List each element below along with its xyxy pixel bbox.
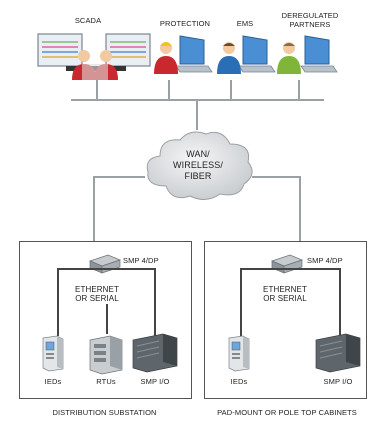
left-site-caption: DISTRIBUTION SUBSTATION — [52, 408, 157, 417]
partners-drop-line — [298, 80, 300, 100]
right-smp-io-device-icon — [315, 333, 361, 373]
ems-label: EMS — [236, 19, 254, 28]
cloud-right-branch — [252, 176, 301, 178]
protection-workstation-icon — [154, 35, 213, 74]
scada-drop-line — [96, 80, 98, 100]
right-device-bus — [240, 268, 340, 270]
left-rtus-label: RTUs — [96, 377, 116, 386]
left-ieds-link — [57, 268, 59, 336]
left-link-label: ETHERNET OR SERIAL — [75, 285, 119, 303]
ems-workstation-icon — [217, 35, 276, 74]
left-controller-label: SMP 4/DP — [123, 256, 159, 265]
wan-cloud-icon — [146, 131, 253, 200]
ems-drop-line — [230, 80, 232, 100]
right-smpio-link — [339, 268, 341, 336]
right-link-label: ETHERNET OR SERIAL — [263, 285, 307, 303]
deregulated-partners-workstation-icon — [277, 35, 338, 74]
right-ieds-label: IEDs — [230, 377, 248, 386]
left-smpio-link — [154, 268, 156, 336]
left-device-bus — [57, 268, 155, 270]
left-smpio-label: SMP I/O — [140, 377, 170, 386]
smp-io-device-icon — [132, 333, 178, 373]
left-ieds-label: IEDs — [44, 377, 62, 386]
ied-device-icon — [42, 335, 64, 372]
cloud-left-branch — [93, 176, 145, 178]
right-smp-4dp-controller-icon — [271, 254, 303, 274]
scada-workstation-icon — [37, 33, 151, 80]
right-site-caption: PAD-MOUNT OR POLE TOP CABINETS — [217, 408, 357, 417]
protection-drop-line — [168, 80, 170, 100]
protection-label: PROTECTION — [159, 19, 211, 28]
left-site-drop — [93, 176, 95, 242]
scada-label: SCADA — [74, 16, 102, 25]
bus-to-cloud-line — [196, 100, 198, 130]
right-ied-device-icon — [228, 335, 250, 372]
rtu-device-icon — [89, 335, 123, 375]
right-controller-label: SMP 4/DP — [307, 256, 343, 265]
right-site-drop — [299, 176, 301, 242]
right-ieds-link — [240, 268, 242, 336]
right-smpio-label: SMP I/O — [323, 377, 353, 386]
deregulated-partners-label: DEREGULATED PARTNERS — [281, 11, 339, 29]
left-rtus-link — [106, 304, 108, 334]
smp-4dp-controller-icon — [89, 254, 121, 274]
wan-cloud-label: WAN/ WIRELESS/ FIBER — [173, 149, 223, 181]
